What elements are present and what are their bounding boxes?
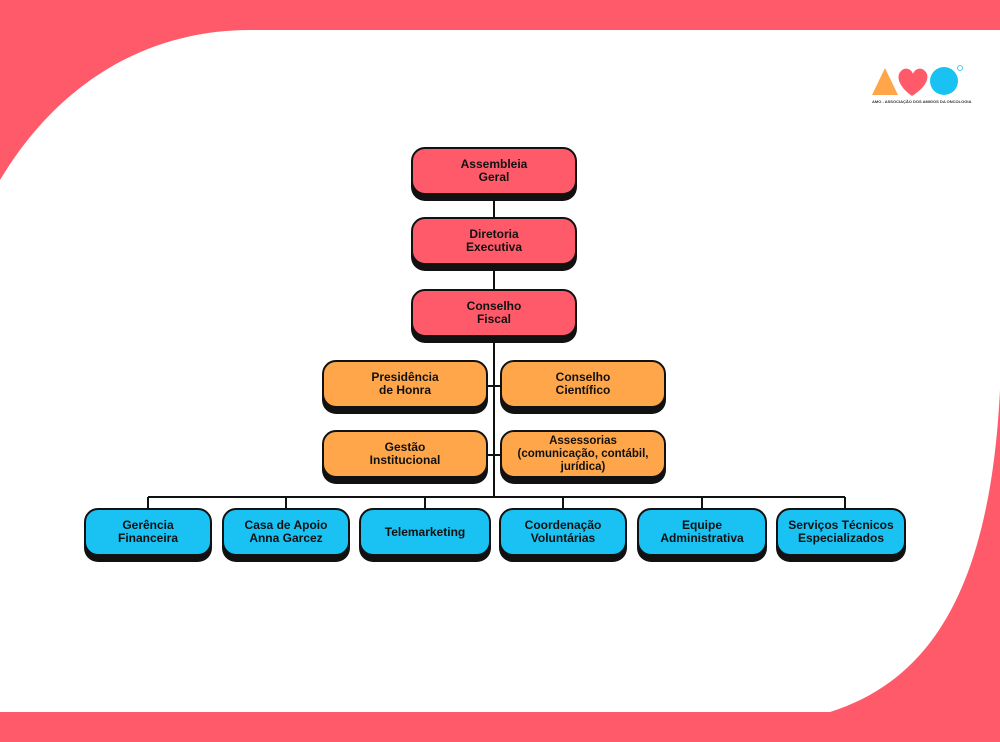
node-assembleia-geral: Assembleia Geral (411, 147, 577, 195)
registered-mark-icon (957, 65, 963, 71)
node-gestao-institucional: Gestão Institucional (322, 430, 488, 478)
node-telemarketing: Telemarketing (359, 508, 491, 556)
node-diretoria-executiva: Diretoria Executiva (411, 217, 577, 265)
node-coordenacao-voluntarias: Coordenação Voluntárias (499, 508, 627, 556)
triangle-icon (872, 68, 898, 95)
node-equipe-administrativa: Equipe Administrativa (637, 508, 767, 556)
node-presidencia-de-honra: Presidência de Honra (322, 360, 488, 408)
heart-icon (898, 68, 928, 96)
node-servicos-tecnicos: Serviços Técnicos Especializados (776, 508, 906, 556)
connector-lines (147, 195, 846, 508)
node-conselho-cientifico: Conselho Científico (500, 360, 666, 408)
node-conselho-fiscal: Conselho Fiscal (411, 289, 577, 337)
amo-logo (872, 65, 963, 96)
logo-caption: AMO - ASSOCIAÇÃO DOS AMIGOS DA ONCOLOGIA (872, 99, 972, 104)
node-gerencia-financeira: Gerência Financeira (84, 508, 212, 556)
node-casa-de-apoio: Casa de Apoio Anna Garcez (222, 508, 350, 556)
node-assessorias: Assessorias (comunicação, contábil, jurí… (500, 430, 666, 478)
circle-icon (930, 67, 958, 95)
